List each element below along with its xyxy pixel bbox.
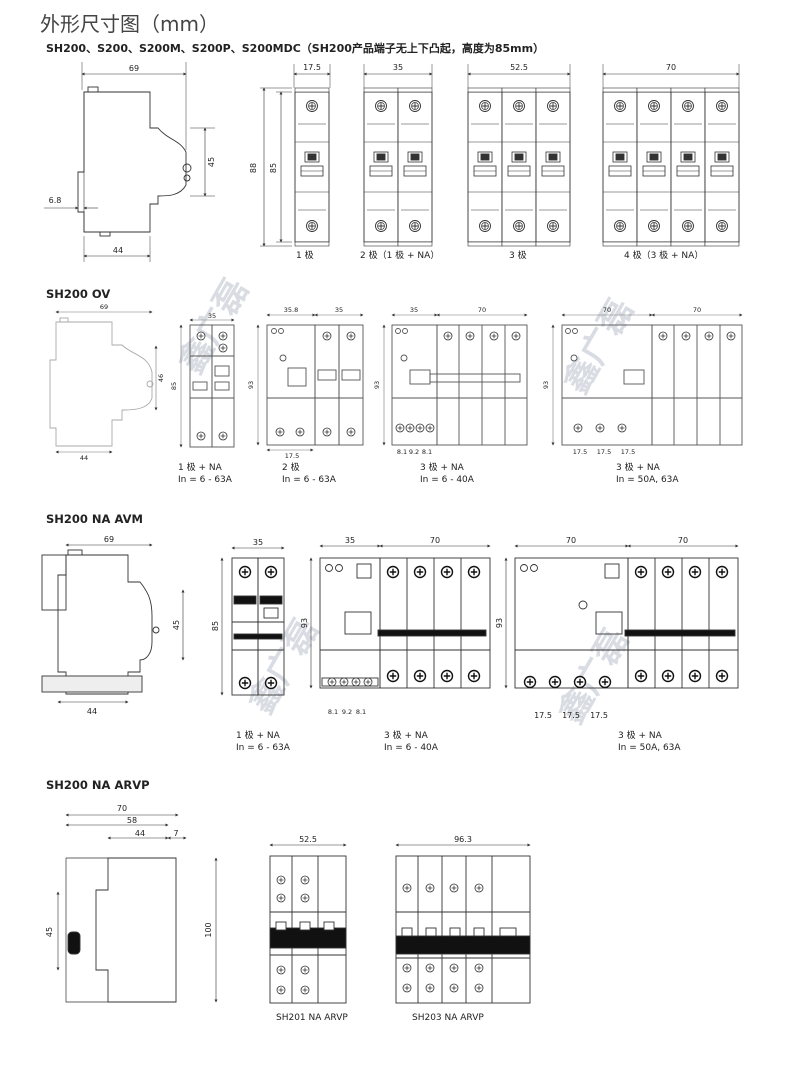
dim-label: 17.5 [534, 711, 552, 720]
section-title-arvp: SH200 NA ARVP [46, 778, 150, 792]
page-title: 外形尺寸图（mm） [40, 12, 219, 36]
dim-label: 70 [693, 306, 701, 314]
dim-label: 35.8 [284, 306, 298, 314]
dim-label: 17.5 [303, 63, 321, 72]
dim-label: 35 [335, 306, 343, 314]
dim-label: 44 [87, 707, 97, 716]
dim-label: 44 [80, 454, 88, 462]
dim-label: 35 [208, 312, 216, 320]
dim-label: 70 [603, 306, 611, 314]
caption: SH203 NA ARVP [412, 1013, 484, 1023]
dim-label: 35 [253, 538, 263, 547]
dim-label: 52.5 [510, 63, 528, 72]
dim-label: 69 [104, 535, 114, 544]
dim-label: 52.5 [299, 835, 317, 844]
caption: 1 极 [296, 251, 314, 261]
dim-label: 69 [129, 64, 139, 73]
dim-label: 70 [666, 63, 676, 72]
dim-label: 8.1 [397, 448, 407, 456]
dim-label: 85 [211, 621, 220, 631]
dim-label: 69 [100, 303, 108, 311]
dim-label: 93 [542, 381, 550, 389]
dim-label: 100 [204, 922, 213, 937]
dim-label: 45 [172, 620, 181, 630]
dim-label: 45 [45, 927, 54, 937]
caption: 3 极 [509, 251, 527, 261]
section-title-ov: SH200 OV [46, 287, 111, 301]
dim-label: 17.5 [562, 711, 580, 720]
dim-label: 70 [566, 536, 576, 545]
dim-label: 45 [207, 157, 216, 167]
dim-label: 88 [249, 163, 258, 173]
dim-label: 8.1 [356, 708, 366, 716]
dim-label: 70 [678, 536, 688, 545]
dim-label: 17.5 [621, 448, 635, 456]
section-title-avm: SH200 NA AVM [46, 512, 143, 526]
dim-label: 35 [345, 536, 355, 545]
dim-label: 17.5 [573, 448, 587, 456]
caption: 4 极（3 极 + NA） [624, 251, 704, 261]
dim-label: 96.3 [454, 835, 472, 844]
dim-label: 8.1 [328, 708, 338, 716]
dim-label: 17.5 [590, 711, 608, 720]
dim-label: 9.2 [342, 708, 352, 716]
dim-label: 35 [410, 306, 418, 314]
caption: SH201 NA ARVP [276, 1013, 348, 1023]
dim-label: 6.8 [49, 196, 62, 205]
dim-label: 85 [269, 163, 278, 173]
dim-label: 58 [127, 816, 137, 825]
dim-label: 70 [478, 306, 486, 314]
dim-label: 8.1 [422, 448, 432, 456]
dim-label: 70 [117, 804, 127, 813]
dim-label: 93 [373, 381, 381, 389]
dim-label: 70 [430, 536, 440, 545]
dim-label: 44 [113, 246, 123, 255]
dim-label: 35 [393, 63, 403, 72]
dim-label: 93 [495, 618, 504, 628]
dim-label: 17.5 [597, 448, 611, 456]
dim-label: 46 [157, 374, 165, 382]
page-subtitle: SH200、S200、S200M、S200P、S200MDC（SH200产品端子… [46, 42, 545, 55]
dim-label: 93 [247, 381, 255, 389]
dim-label: 44 [135, 829, 145, 838]
caption: 2 极（1 极 + NA） [360, 251, 440, 261]
dim-label: 9.2 [409, 448, 419, 456]
dim-label: 17.5 [285, 452, 299, 460]
dim-label: 7 [173, 829, 178, 838]
dim-label: 85 [170, 382, 178, 390]
dim-label: 93 [300, 618, 309, 628]
